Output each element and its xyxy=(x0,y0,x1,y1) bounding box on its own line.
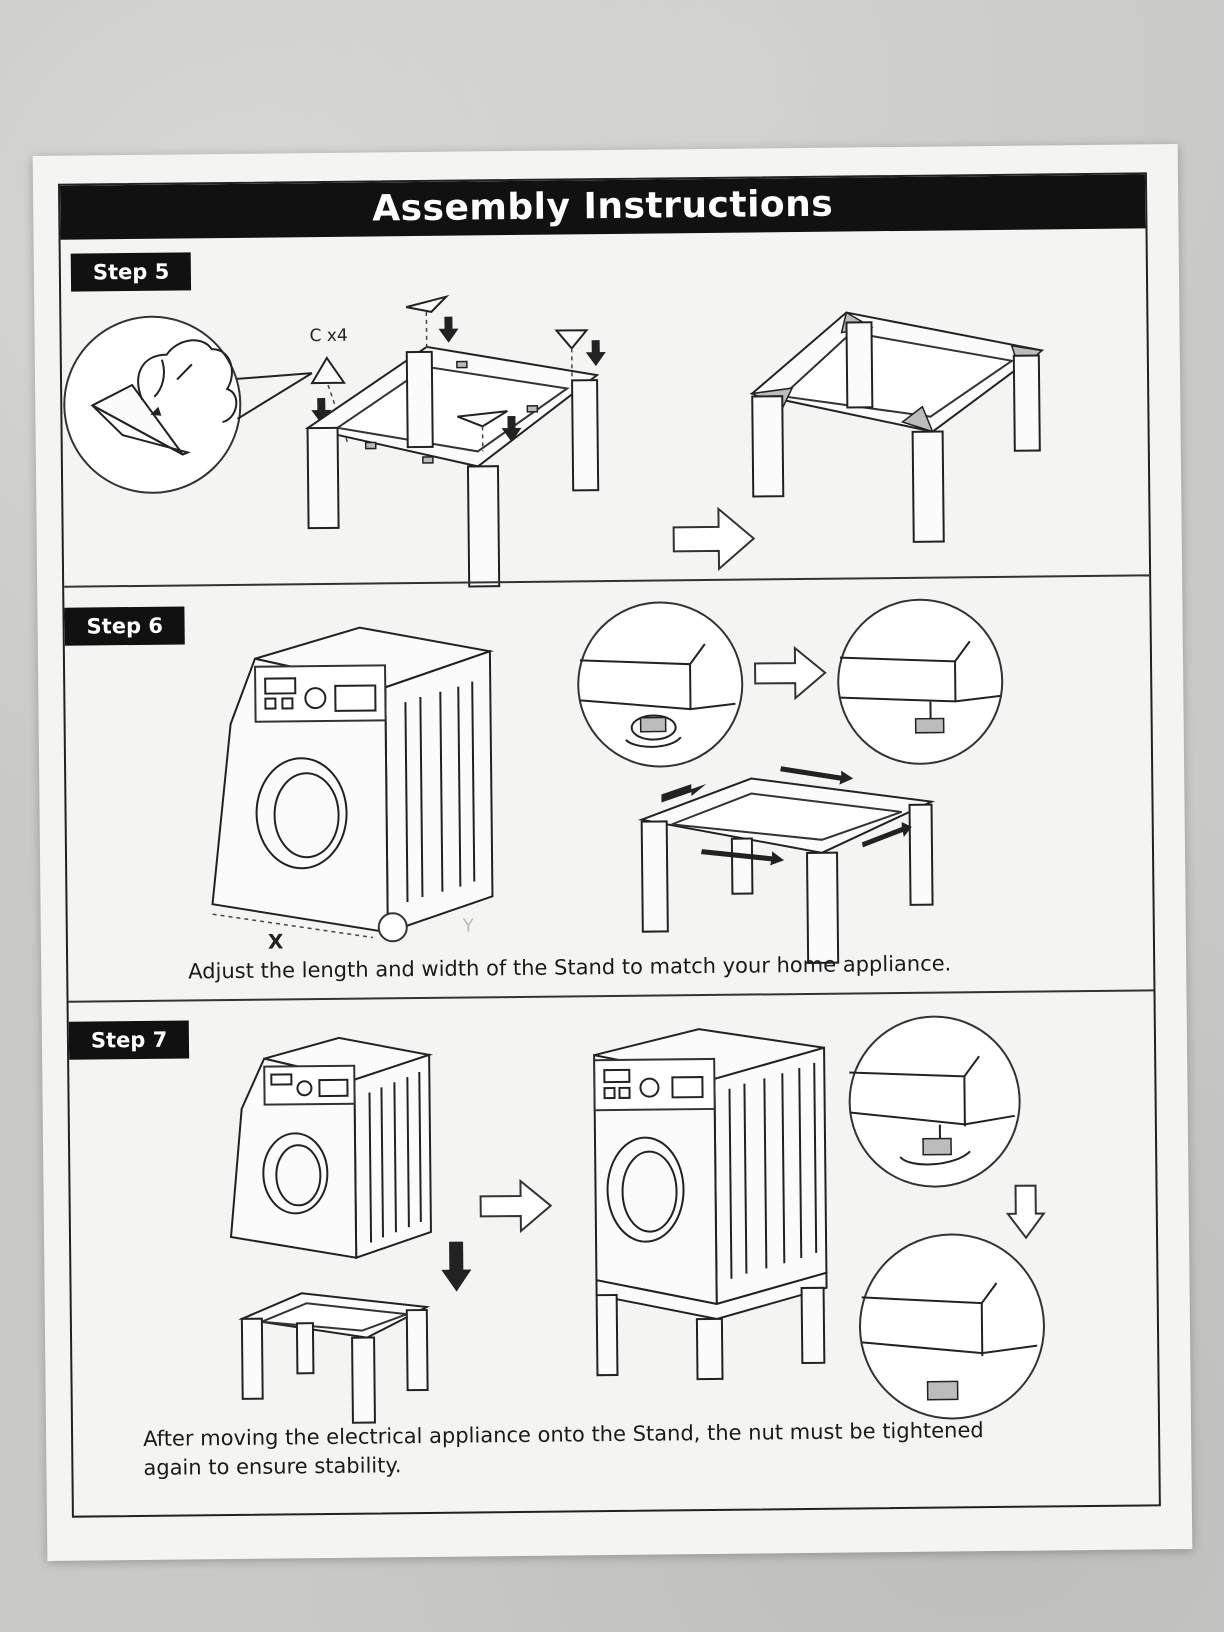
dimension-x-label: X xyxy=(268,929,284,953)
step-7-caption-line2: again to ensure stability. xyxy=(143,1453,402,1480)
leg-detail-icon xyxy=(837,598,1004,765)
stand-frame-icon xyxy=(749,311,1045,543)
page-title: Assembly Instructions xyxy=(59,174,1146,240)
washing-machine-icon xyxy=(593,1028,828,1381)
stand-frame-icon xyxy=(238,1292,431,1424)
step-7-label: Step 7 xyxy=(68,1020,190,1060)
leg-detail-icon xyxy=(577,601,744,768)
hand-placing-corner-icon: C x4 xyxy=(63,315,349,494)
leg-detail-icon xyxy=(848,1015,1021,1188)
step-6-caption: Adjust the length and width of the Stand… xyxy=(188,951,952,984)
washing-machine-icon xyxy=(229,1036,434,1260)
leg-detail-icon xyxy=(858,1233,1045,1420)
step-5-label: Step 5 xyxy=(70,252,192,292)
arrow-right-outline-icon xyxy=(672,506,756,572)
instruction-sheet: Assembly Instructions Step 5 C x4 xyxy=(32,144,1193,1561)
step-divider xyxy=(68,989,1154,1003)
instruction-frame: Assembly Instructions Step 5 C x4 xyxy=(57,172,1161,1518)
arrow-right-outline-icon xyxy=(754,645,827,701)
part-label: C x4 xyxy=(309,326,347,346)
arrow-down-outline-icon xyxy=(1005,1184,1046,1240)
arrow-right-outline-icon xyxy=(479,1178,553,1234)
stand-frame-icon xyxy=(305,294,606,588)
dimension-y-label: Y xyxy=(462,915,475,936)
washing-machine-icon: X Y xyxy=(211,626,494,954)
stand-frame-icon xyxy=(637,766,936,964)
arrow-down-outline-icon xyxy=(441,1241,472,1292)
step-6-label: Step 6 xyxy=(64,606,186,646)
